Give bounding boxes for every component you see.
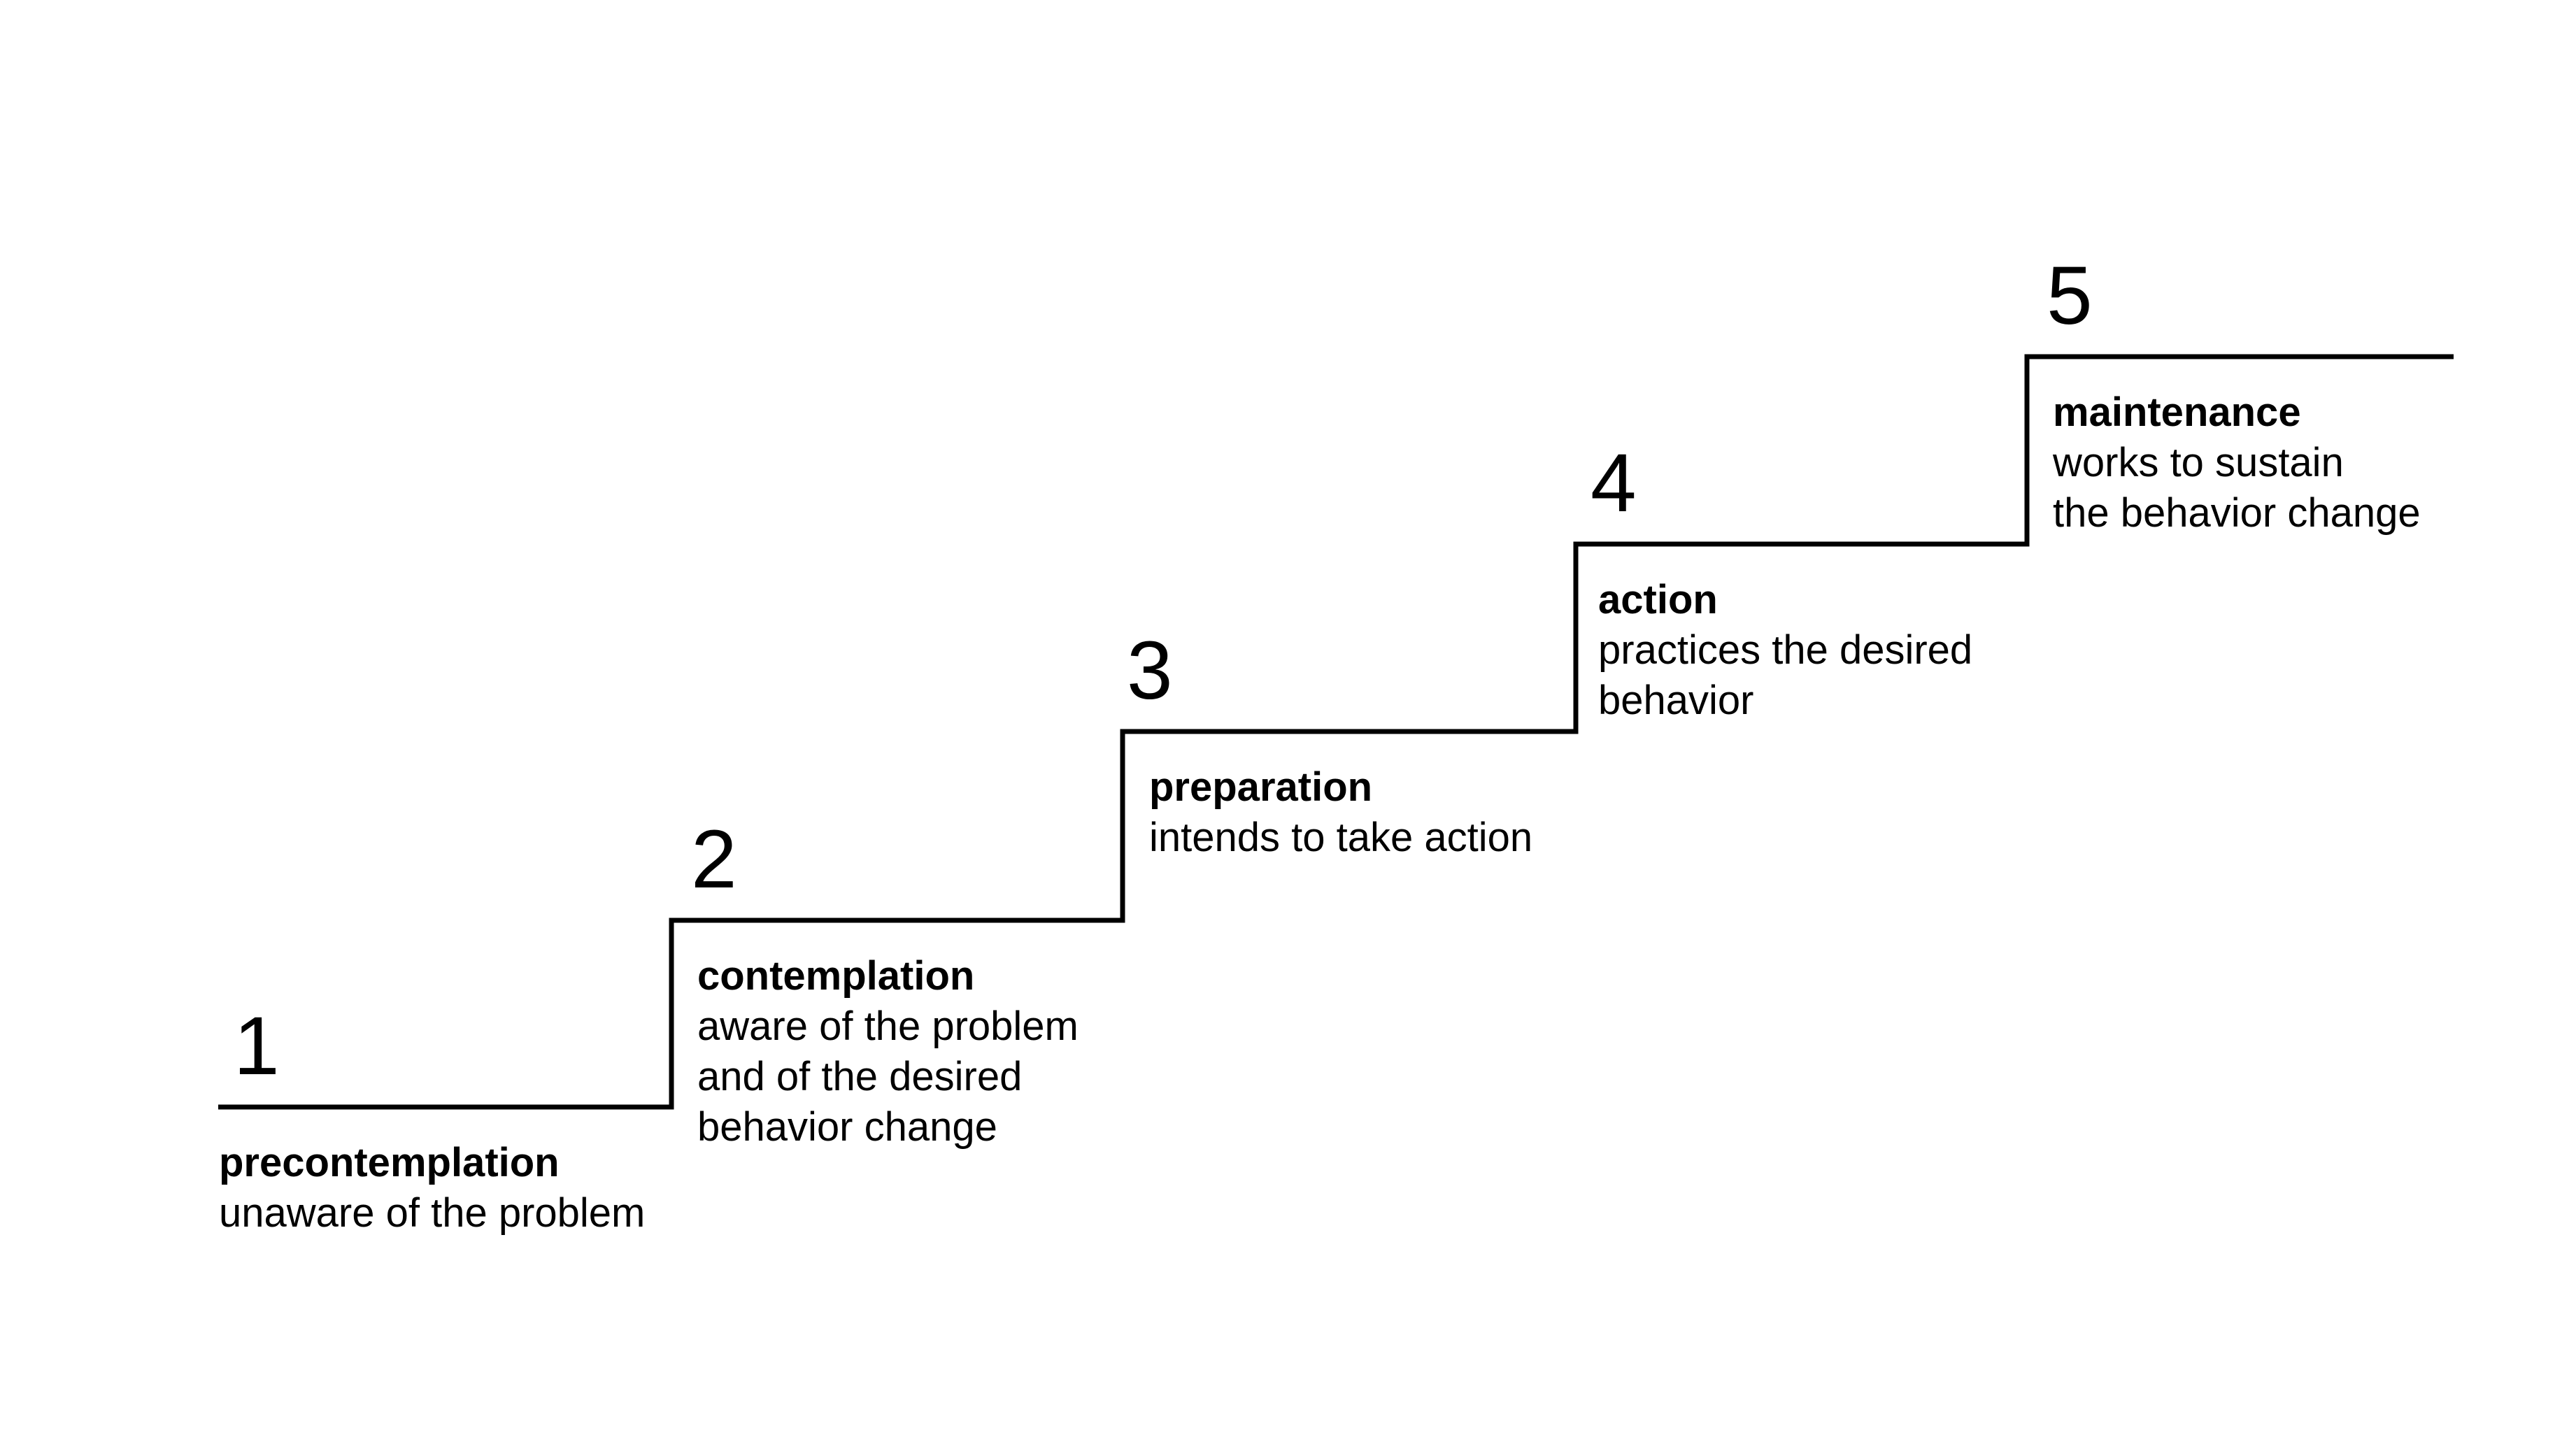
step-4-title: action bbox=[1598, 577, 1718, 622]
step-2-desc-line: behavior change bbox=[697, 1104, 997, 1150]
step-4-number: 4 bbox=[1591, 437, 1637, 529]
step-1-title: precontemplation bbox=[219, 1140, 560, 1185]
step-4-desc-line: practices the desired bbox=[1598, 627, 1973, 673]
step-2-number: 2 bbox=[691, 813, 737, 906]
step-5-desc-line: the behavior change bbox=[2053, 490, 2421, 536]
step-2-label: contemplation aware of the problem and o… bbox=[697, 951, 1079, 1152]
step-5-label: maintenance works to sustain the behavio… bbox=[2053, 387, 2421, 538]
step-5-title: maintenance bbox=[2053, 390, 2301, 435]
step-5-number: 5 bbox=[2047, 250, 2093, 342]
step-5-desc-line: works to sustain bbox=[2053, 440, 2344, 485]
step-2-desc-line: and of the desired bbox=[697, 1054, 1023, 1099]
step-3-label: preparation intends to take action bbox=[1149, 762, 1532, 863]
staircase-polyline bbox=[218, 354, 2454, 1110]
step-2-desc-line: aware of the problem bbox=[697, 1004, 1079, 1049]
step-4-desc-line: behavior bbox=[1598, 678, 1754, 723]
step-3-number: 3 bbox=[1127, 624, 1173, 717]
step-3-desc-line: intends to take action bbox=[1149, 815, 1533, 860]
step-1-label: precontemplation unaware of the problem bbox=[219, 1138, 645, 1239]
step-1-desc-line: unaware of the problem bbox=[219, 1190, 646, 1236]
step-4-label: action practices the desired behavior bbox=[1598, 575, 1972, 726]
step-3-title: preparation bbox=[1149, 764, 1373, 810]
step-2-title: contemplation bbox=[697, 953, 975, 999]
step-1-number: 1 bbox=[234, 1000, 280, 1092]
